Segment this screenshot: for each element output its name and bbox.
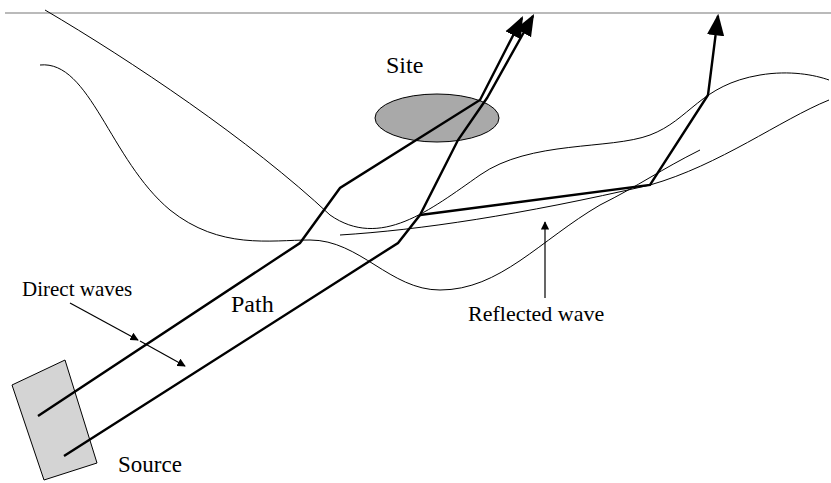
layer-boundary (40, 65, 700, 290)
direct-ray (64, 16, 533, 456)
site-region (375, 94, 499, 142)
leader-line (544, 222, 545, 298)
reflected-ray (420, 16, 718, 215)
region-label: Site (384, 52, 425, 78)
wave-label: Direct waves (20, 278, 134, 301)
layer-boundary (45, 10, 829, 229)
region-label: Path (229, 291, 276, 317)
region-label: Source (116, 452, 184, 477)
source-block (12, 360, 97, 480)
leader-line (140, 341, 185, 366)
wave-label: Reflected wave (466, 302, 606, 326)
direct-ray (38, 18, 522, 416)
ground-surface (5, 12, 831, 13)
leader-line (70, 303, 138, 340)
